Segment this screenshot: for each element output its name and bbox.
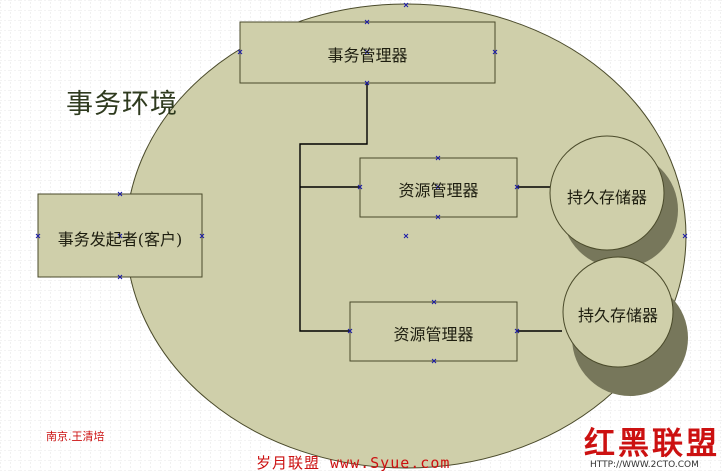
resource-manager-box-2[interactable] bbox=[349, 301, 518, 362]
storage-circle-2[interactable] bbox=[562, 256, 674, 368]
transaction-manager-label: 事务管理器 bbox=[327, 46, 408, 65]
environment-label: 事务环境 bbox=[66, 89, 178, 120]
resource-manager-label-2: 资源管理器 bbox=[393, 325, 474, 344]
connector-lines bbox=[299, 83, 562, 332]
selection-handles bbox=[35, 2, 688, 364]
watermark-site[interactable]: 岁月联盟 www.Syue.com bbox=[256, 454, 451, 472]
storage-label-1: 持久存储器 bbox=[566, 188, 647, 207]
logo-text: 红黑联盟 bbox=[584, 426, 720, 462]
resource-manager-label-1: 资源管理器 bbox=[398, 181, 479, 200]
logo-url: HTTP://WWW.2CTO.COM bbox=[590, 460, 699, 470]
storage-label-2: 持久存储器 bbox=[577, 306, 658, 325]
initiator-label: 事务发起者(客户) bbox=[57, 230, 183, 249]
storage-circle-1[interactable] bbox=[549, 135, 665, 251]
author-label: 南京.王清培 bbox=[46, 430, 105, 443]
